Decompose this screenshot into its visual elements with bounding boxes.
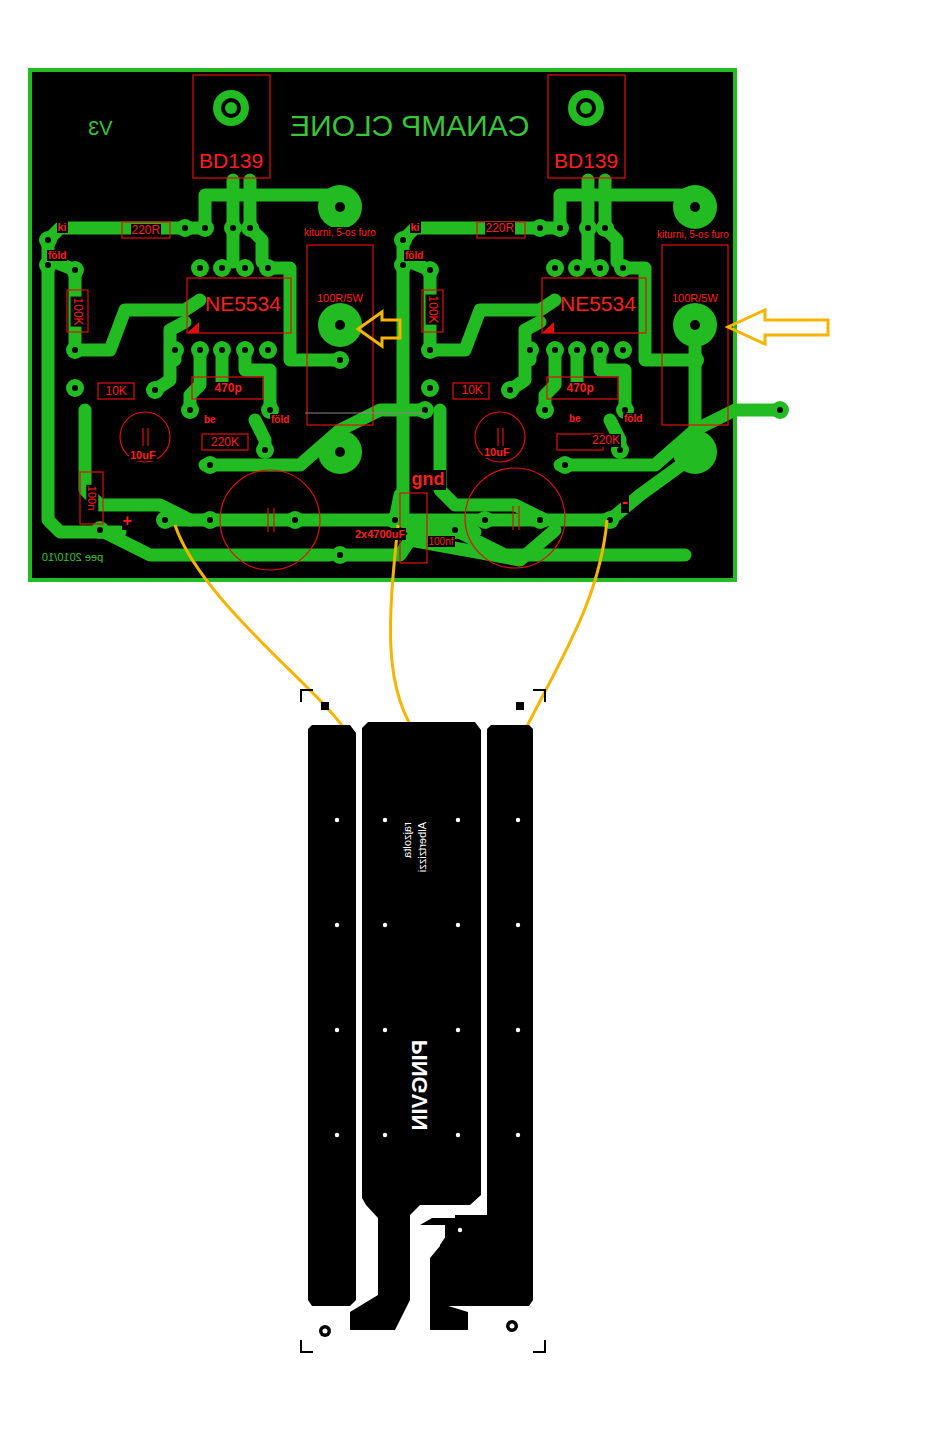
signal-name: ki (410, 221, 421, 233)
transistor-outline: BD139 (193, 75, 270, 178)
signal-name: + (122, 512, 133, 530)
part-value: 100R/5W (672, 292, 718, 304)
signal-name: föld (47, 250, 67, 261)
part-value: 2x4700uF (354, 528, 406, 540)
signal-name: föld (623, 413, 643, 424)
part-name: NE5534 (205, 292, 281, 315)
part-name: NE5534 (560, 292, 636, 315)
copper-strip: Albertzizzi rajzoltaPINGVIN (362, 722, 481, 1202)
part-value: 220R (131, 224, 162, 237)
part-value: 10uF (483, 446, 511, 458)
signal-name: be (568, 413, 582, 424)
author-note: rajzolta (400, 822, 412, 857)
ic-outline: NE5534 (187, 278, 291, 333)
transistor-outline: BD139 (548, 75, 625, 178)
note: kiturni, 5-os furo (656, 229, 730, 240)
board-title: CANAMP CLONE (290, 109, 530, 142)
signal-name: gnd (411, 470, 446, 490)
signal-name: - (621, 493, 629, 513)
part-name: BD139 (554, 149, 618, 172)
part-value: 470p (214, 382, 243, 395)
part-value: 100n (86, 485, 98, 511)
resistor-outline: 100R/5W (307, 245, 373, 425)
ic-outline: NE5534 (542, 278, 646, 333)
part-value: 100nf (428, 536, 455, 547)
part-value: 100K (425, 294, 438, 324)
signal-name: föld (404, 250, 424, 261)
board-name: PINGVIN (408, 1040, 432, 1130)
resistor-outline: 100R/5W (662, 245, 728, 425)
signal-name: föld (270, 414, 290, 425)
part-value: 470p (566, 382, 595, 395)
part-value: 220K (591, 434, 621, 447)
part-value: 10K (461, 384, 484, 397)
author-note: Albertzizzi (416, 822, 428, 872)
part-value: 100R/5W (317, 292, 363, 304)
version-label: V3 (87, 117, 113, 139)
part-value: 220R (485, 222, 516, 235)
part-value: 220K (210, 436, 240, 449)
part-value: 10uF (129, 449, 157, 461)
part-value: 10K (105, 385, 128, 398)
signal-name: be (203, 414, 217, 425)
pcb-board: CANAMP CLONE BD139NE5534 100R/5W BD139NE553… (30, 70, 735, 580)
part-value: 100K (70, 296, 83, 326)
note: kiturni, 5-os furo (303, 227, 377, 238)
part-name: BD139 (199, 149, 263, 172)
date-note: pee 2010/10 (41, 551, 104, 563)
signal-name: ki (57, 221, 68, 233)
